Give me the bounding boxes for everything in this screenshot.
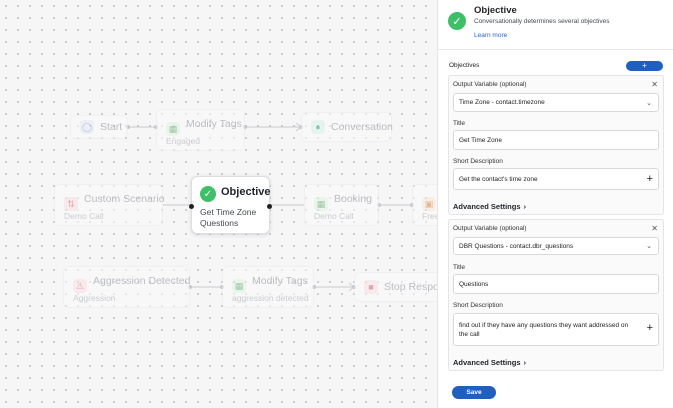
- node-subtitle: Engaged: [166, 136, 201, 146]
- node-title: Objective: [221, 186, 271, 198]
- objective-settings-panel: ✓ Objective Conversationally determines …: [437, 0, 673, 408]
- node-subtitle: Demo Call: [314, 211, 354, 221]
- short-description-label: Short Description: [453, 302, 503, 309]
- objective-card-2: Output Variable (optional) ✕ DBR Questio…: [448, 219, 664, 371]
- node-title: Aggression Detected: [93, 275, 191, 287]
- advanced-settings-label: Advanced Settings: [453, 202, 521, 211]
- chat-icon: ●: [311, 120, 325, 134]
- node-title: Conversation: [331, 121, 393, 133]
- tag-icon: ▦: [232, 279, 246, 293]
- node-modify-tags-aggression[interactable]: ▦ Modify Tags aggression detected: [222, 266, 314, 308]
- node-title: Booking: [334, 193, 372, 205]
- title-input[interactable]: Get Time Zone: [453, 130, 659, 150]
- output-variable-value: DBR Questions - contact.dbr_questions: [459, 242, 574, 250]
- advanced-settings-toggle[interactable]: Advanced Settings›: [453, 202, 526, 211]
- chevron-right-icon: ›: [523, 358, 527, 367]
- node-stop-response[interactable]: ■ Stop Respon: [354, 272, 437, 302]
- output-variable-select[interactable]: DBR Questions - contact.dbr_questions ⌄: [453, 237, 659, 255]
- output-variable-label: Output Variable (optional): [453, 225, 527, 232]
- output-variable-select[interactable]: Time Zone - contact.timezone ⌄: [453, 93, 659, 112]
- node-subtitle: Get Time Zone Questions: [200, 207, 257, 228]
- node-conversation[interactable]: ● Conversation: [301, 112, 393, 142]
- title-label: Title: [453, 120, 466, 127]
- node-modify-tags-engaged[interactable]: ▦ Modify Tags Engaged: [156, 109, 245, 151]
- stop-icon: ■: [364, 280, 378, 294]
- tag-icon: ▦: [166, 122, 180, 136]
- node-partial-free[interactable]: ▣ Free: [412, 184, 437, 226]
- output-variable-value: Time Zone - contact.timezone: [459, 99, 545, 106]
- input-port[interactable]: [189, 204, 194, 209]
- node-title: Modify Tags: [186, 118, 242, 130]
- short-description-value: find out if they have any questions they…: [459, 322, 629, 338]
- plus-icon[interactable]: +: [646, 173, 653, 185]
- short-description-input[interactable]: find out if they have any questions they…: [453, 313, 659, 346]
- advanced-settings-toggle[interactable]: Advanced Settings›: [453, 358, 526, 367]
- chevron-down-icon: ⌄: [646, 243, 652, 250]
- chevron-right-icon: ›: [523, 202, 527, 211]
- check-circle-icon: ✓: [200, 186, 216, 202]
- short-description-value: Get the contact's time zone: [459, 175, 538, 183]
- node-subtitle: Free: [422, 211, 437, 221]
- node-objective[interactable]: ✓ Objective Get Time Zone Questions: [189, 176, 272, 234]
- learn-more-link[interactable]: Learn more: [474, 32, 508, 39]
- objective-card-1: Output Variable (optional) ✕ Time Zone -…: [448, 75, 664, 215]
- save-button[interactable]: Save: [452, 386, 496, 399]
- box-icon: ▣: [422, 197, 436, 211]
- node-booking[interactable]: ▦ Booking Demo Call: [304, 184, 379, 226]
- title-value: Get Time Zone: [459, 136, 502, 144]
- short-description-label: Short Description: [453, 158, 503, 165]
- alert-icon: ⚠: [73, 279, 87, 293]
- chat-bubble-icon: ◯: [80, 120, 94, 134]
- node-title: Modify Tags: [252, 275, 308, 287]
- calendar-icon: ▦: [314, 197, 328, 211]
- objectives-label: Objectives: [449, 62, 480, 69]
- node-custom-scenario[interactable]: ⇅ Custom Scenario Demo Call: [54, 184, 165, 226]
- node-title: Custom Scenario: [84, 193, 165, 205]
- output-variable-label: Output Variable (optional): [453, 81, 527, 88]
- title-input[interactable]: Questions: [453, 274, 659, 294]
- output-port[interactable]: [267, 204, 272, 209]
- node-aggression-detected[interactable]: ⚠ Aggression Detected Aggression: [63, 266, 190, 308]
- title-label: Title: [453, 264, 466, 271]
- node-subtitle: Demo Call: [64, 211, 104, 221]
- panel-subtitle: Conversationally determines several obje…: [474, 18, 610, 25]
- chevron-down-icon: ⌄: [646, 99, 652, 107]
- plus-icon[interactable]: +: [646, 322, 653, 334]
- flow-canvas[interactable]: ◯ Start ▦ Modify Tags Engaged ● Conversa…: [0, 0, 437, 408]
- node-start[interactable]: ◯ Start: [70, 115, 128, 139]
- flow-icon: ⇅: [64, 197, 78, 211]
- short-description-input[interactable]: Get the contact's time zone +: [453, 168, 659, 190]
- node-title: Start: [100, 121, 123, 133]
- panel-title: Objective: [474, 5, 517, 16]
- title-value: Questions: [459, 280, 489, 288]
- node-subtitle: Aggression: [73, 293, 116, 303]
- check-circle-icon: ✓: [448, 12, 466, 30]
- add-objective-button[interactable]: +: [626, 61, 663, 71]
- node-subtitle: aggression detected: [232, 293, 309, 303]
- advanced-settings-label: Advanced Settings: [453, 358, 521, 367]
- remove-objective-icon[interactable]: ✕: [651, 224, 658, 233]
- node-title: Stop Respon: [384, 281, 437, 293]
- panel-header: ✓ Objective Conversationally determines …: [438, 0, 673, 50]
- remove-objective-icon[interactable]: ✕: [651, 80, 658, 89]
